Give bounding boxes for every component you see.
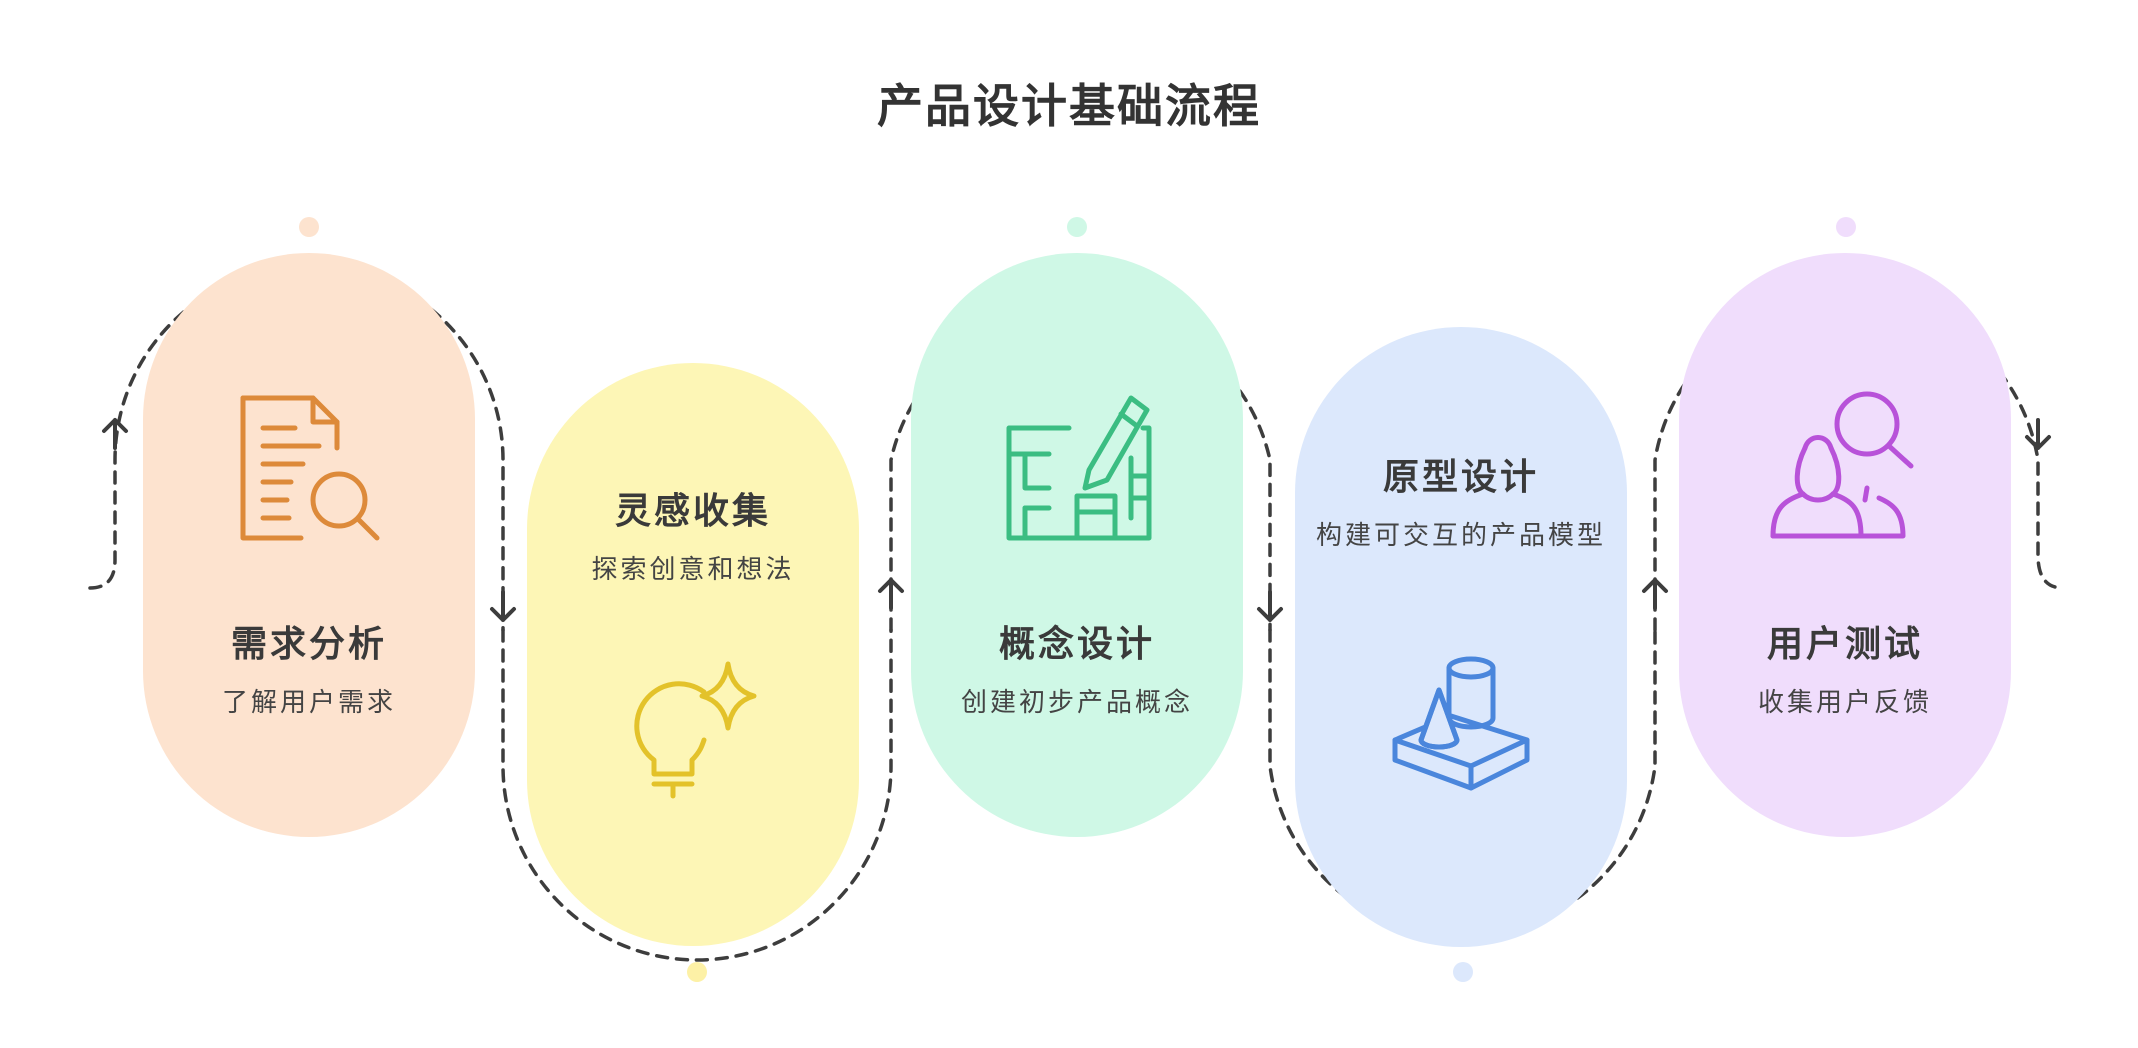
connector-dot xyxy=(687,962,707,982)
step-title: 概念设计 xyxy=(998,623,1155,665)
sketch-pencil-icon xyxy=(997,388,1157,548)
connector-dot xyxy=(1453,962,1473,982)
users-search-icon xyxy=(1765,388,1925,548)
arrow-up-icon xyxy=(878,578,904,610)
step-title: 原型设计 xyxy=(1382,456,1539,498)
3d-model-icon xyxy=(1381,648,1541,808)
arrow-down-icon xyxy=(490,590,516,622)
step-title: 需求分析 xyxy=(230,623,387,665)
connector-dot xyxy=(299,217,319,237)
step-card-user-testing xyxy=(1679,253,2011,837)
step-card-requirements xyxy=(143,253,475,837)
connector-dot xyxy=(1067,217,1087,237)
step-description: 了解用户需求 xyxy=(221,688,396,718)
step-description: 构建可交互的产品模型 xyxy=(1316,521,1607,551)
step-description: 创建初步产品概念 xyxy=(960,688,1193,718)
step-title: 用户测试 xyxy=(1766,623,1923,665)
connector-dot xyxy=(1836,217,1856,237)
step-card-concept xyxy=(911,253,1243,837)
arrow-down-icon xyxy=(2025,418,2051,450)
arrow-up-icon xyxy=(102,418,128,450)
step-card-inspiration xyxy=(527,363,859,946)
document-search-icon xyxy=(229,388,389,548)
page-title: 产品设计基础流程 xyxy=(877,79,1261,133)
lightbulb-sparkle-icon xyxy=(616,648,776,808)
step-title: 灵感收集 xyxy=(614,490,771,532)
arrow-up-icon xyxy=(1642,578,1668,610)
step-card-prototype xyxy=(1295,327,1627,947)
step-description: 收集用户反馈 xyxy=(1757,688,1932,718)
arrow-down-icon xyxy=(1257,590,1283,622)
step-description: 探索创意和想法 xyxy=(591,555,795,585)
